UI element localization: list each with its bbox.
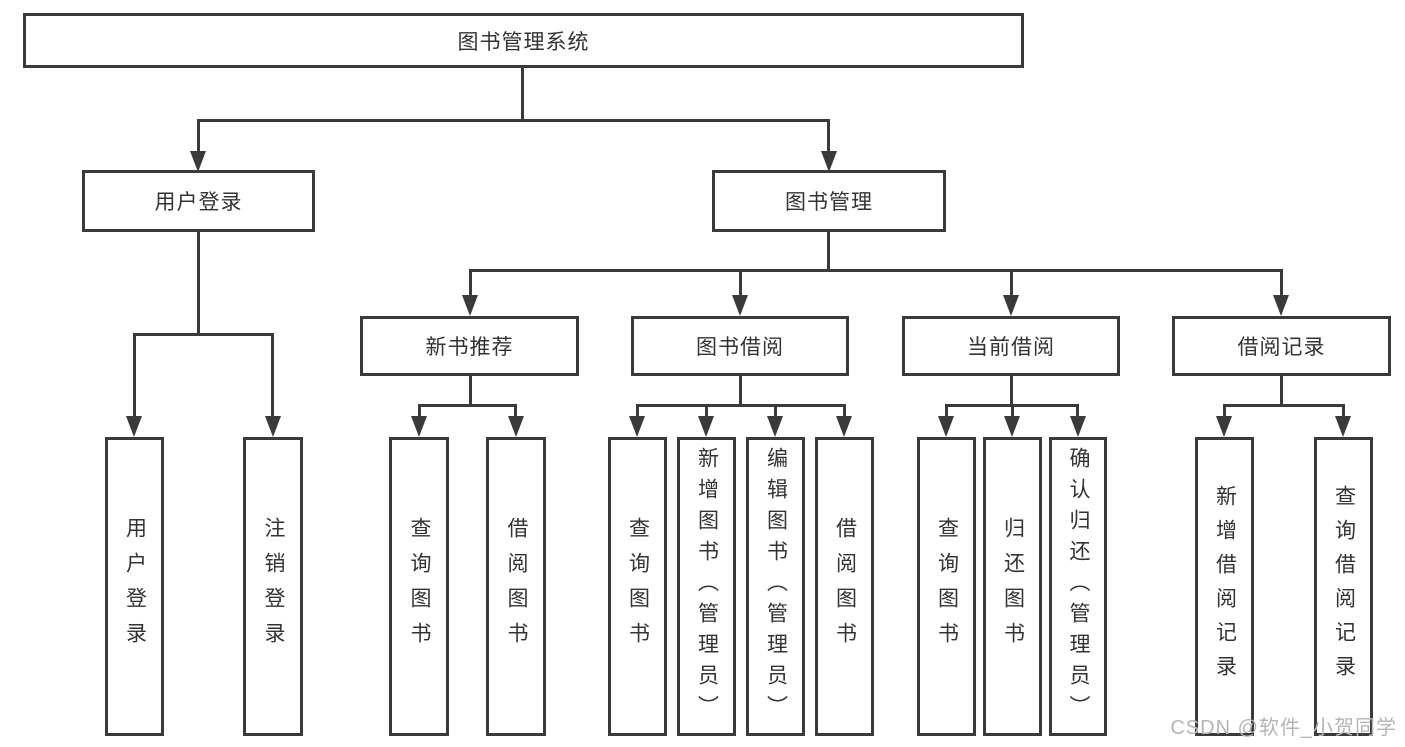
arrow-down-icon: [836, 416, 852, 437]
arrow-down-icon: [190, 151, 206, 172]
leaf-return-books: 归还图书: [983, 437, 1042, 736]
arrow-down-icon: [629, 416, 645, 437]
connector-line: [1010, 269, 1013, 296]
node-book-borrow: 图书借阅: [631, 316, 849, 376]
connector-line: [636, 404, 639, 418]
connector-line: [1223, 404, 1226, 418]
leaf-label: 借阅图书: [505, 516, 529, 657]
arrow-down-icon: [767, 416, 783, 437]
connector-line: [1010, 376, 1013, 407]
arrow-down-icon: [265, 416, 281, 437]
leaf-label: 借阅图书: [833, 516, 857, 657]
arrow-down-icon: [411, 416, 427, 437]
connector-line: [843, 404, 846, 418]
arrow-down-icon: [698, 416, 714, 437]
connector-line: [197, 232, 200, 335]
arrow-down-icon: [462, 295, 478, 316]
leaf-label: 编辑图书（管理员）: [764, 447, 788, 726]
node-label: 当前借阅: [967, 336, 1055, 359]
leaf-user-login: 用户登录: [105, 437, 164, 736]
connector-line: [418, 404, 517, 407]
connector-line: [133, 333, 136, 417]
connector-line: [521, 68, 524, 120]
connector-line: [774, 404, 777, 418]
leaf-label: 新增借阅记录: [1213, 484, 1237, 689]
node-new-book-recommend: 新书推荐: [360, 316, 579, 376]
arrow-down-icon: [508, 416, 524, 437]
connector-line: [197, 119, 830, 122]
leaf-label: 查询图书: [408, 516, 432, 657]
node-book-management: 图书管理: [712, 170, 946, 232]
leaf-label: 新增图书（管理员）: [695, 447, 719, 726]
connector-line: [1280, 269, 1283, 296]
connector-line: [1011, 404, 1014, 418]
connector-line: [514, 404, 517, 418]
leaf-confirm-return-admin: 确认归还（管理员）: [1049, 437, 1107, 736]
connector-line: [739, 269, 742, 296]
connector-line: [1280, 376, 1283, 407]
arrow-down-icon: [821, 151, 837, 172]
leaf-query-books-borrow: 查询图书: [608, 437, 667, 736]
leaf-query-books-current: 查询图书: [917, 437, 976, 736]
leaf-logout: 注销登录: [243, 437, 303, 736]
leaf-label: 查询图书: [626, 516, 650, 657]
connector-line: [945, 404, 948, 418]
arrow-down-icon: [1003, 295, 1019, 316]
connector-line: [827, 119, 830, 152]
connector-line: [705, 404, 708, 418]
arrow-down-icon: [1335, 416, 1351, 437]
leaf-borrow-books-recommend: 借阅图书: [486, 437, 546, 736]
node-label: 图书管理: [785, 191, 873, 214]
connector-line: [1223, 404, 1344, 407]
node-borrow-records: 借阅记录: [1172, 316, 1391, 376]
leaf-edit-books-admin: 编辑图书（管理员）: [746, 437, 805, 736]
leaf-label: 确认归还（管理员）: [1067, 447, 1091, 726]
connector-line: [739, 376, 742, 407]
connector-line: [469, 269, 472, 296]
arrow-down-icon: [938, 416, 954, 437]
leaf-query-borrow-record: 查询借阅记录: [1314, 437, 1373, 736]
leaf-add-books-admin: 新增图书（管理员）: [677, 437, 736, 736]
watermark: CSDN @软件_小贺同学: [1170, 717, 1397, 739]
connector-line: [636, 404, 845, 407]
node-label: 新书推荐: [425, 336, 514, 359]
node-label: 图书借阅: [696, 336, 784, 359]
connector-line: [1342, 404, 1345, 418]
node-label: 图书管理系统: [457, 30, 590, 54]
connector-line: [1076, 404, 1079, 418]
node-current-borrow: 当前借阅: [902, 316, 1120, 376]
node-root: 图书管理系统: [23, 13, 1024, 68]
arrow-down-icon: [732, 295, 748, 316]
leaf-label: 查询图书: [935, 516, 959, 657]
leaf-add-borrow-record: 新增借阅记录: [1195, 437, 1254, 736]
arrow-down-icon: [1216, 416, 1232, 437]
connector-line: [197, 119, 200, 152]
arrow-down-icon: [1004, 416, 1020, 437]
arrow-down-icon: [1070, 416, 1086, 437]
connector-line: [133, 333, 274, 336]
node-label: 借阅记录: [1237, 336, 1326, 359]
leaf-borrow-books: 借阅图书: [815, 437, 874, 736]
connector-line: [271, 333, 274, 417]
leaf-label: 注销登录: [262, 516, 286, 657]
leaf-label: 查询借阅记录: [1332, 484, 1356, 689]
leaf-label: 用户登录: [123, 516, 147, 657]
arrow-down-icon: [1273, 295, 1289, 316]
node-label: 用户登录: [154, 191, 243, 214]
node-user-login: 用户登录: [82, 170, 315, 232]
arrow-down-icon: [126, 416, 142, 437]
connector-line: [827, 232, 830, 271]
leaf-query-books-recommend: 查询图书: [389, 437, 449, 736]
connector-line: [469, 376, 472, 407]
connector-line: [418, 404, 421, 418]
leaf-label: 归还图书: [1001, 516, 1025, 657]
connector-line: [469, 269, 1282, 272]
